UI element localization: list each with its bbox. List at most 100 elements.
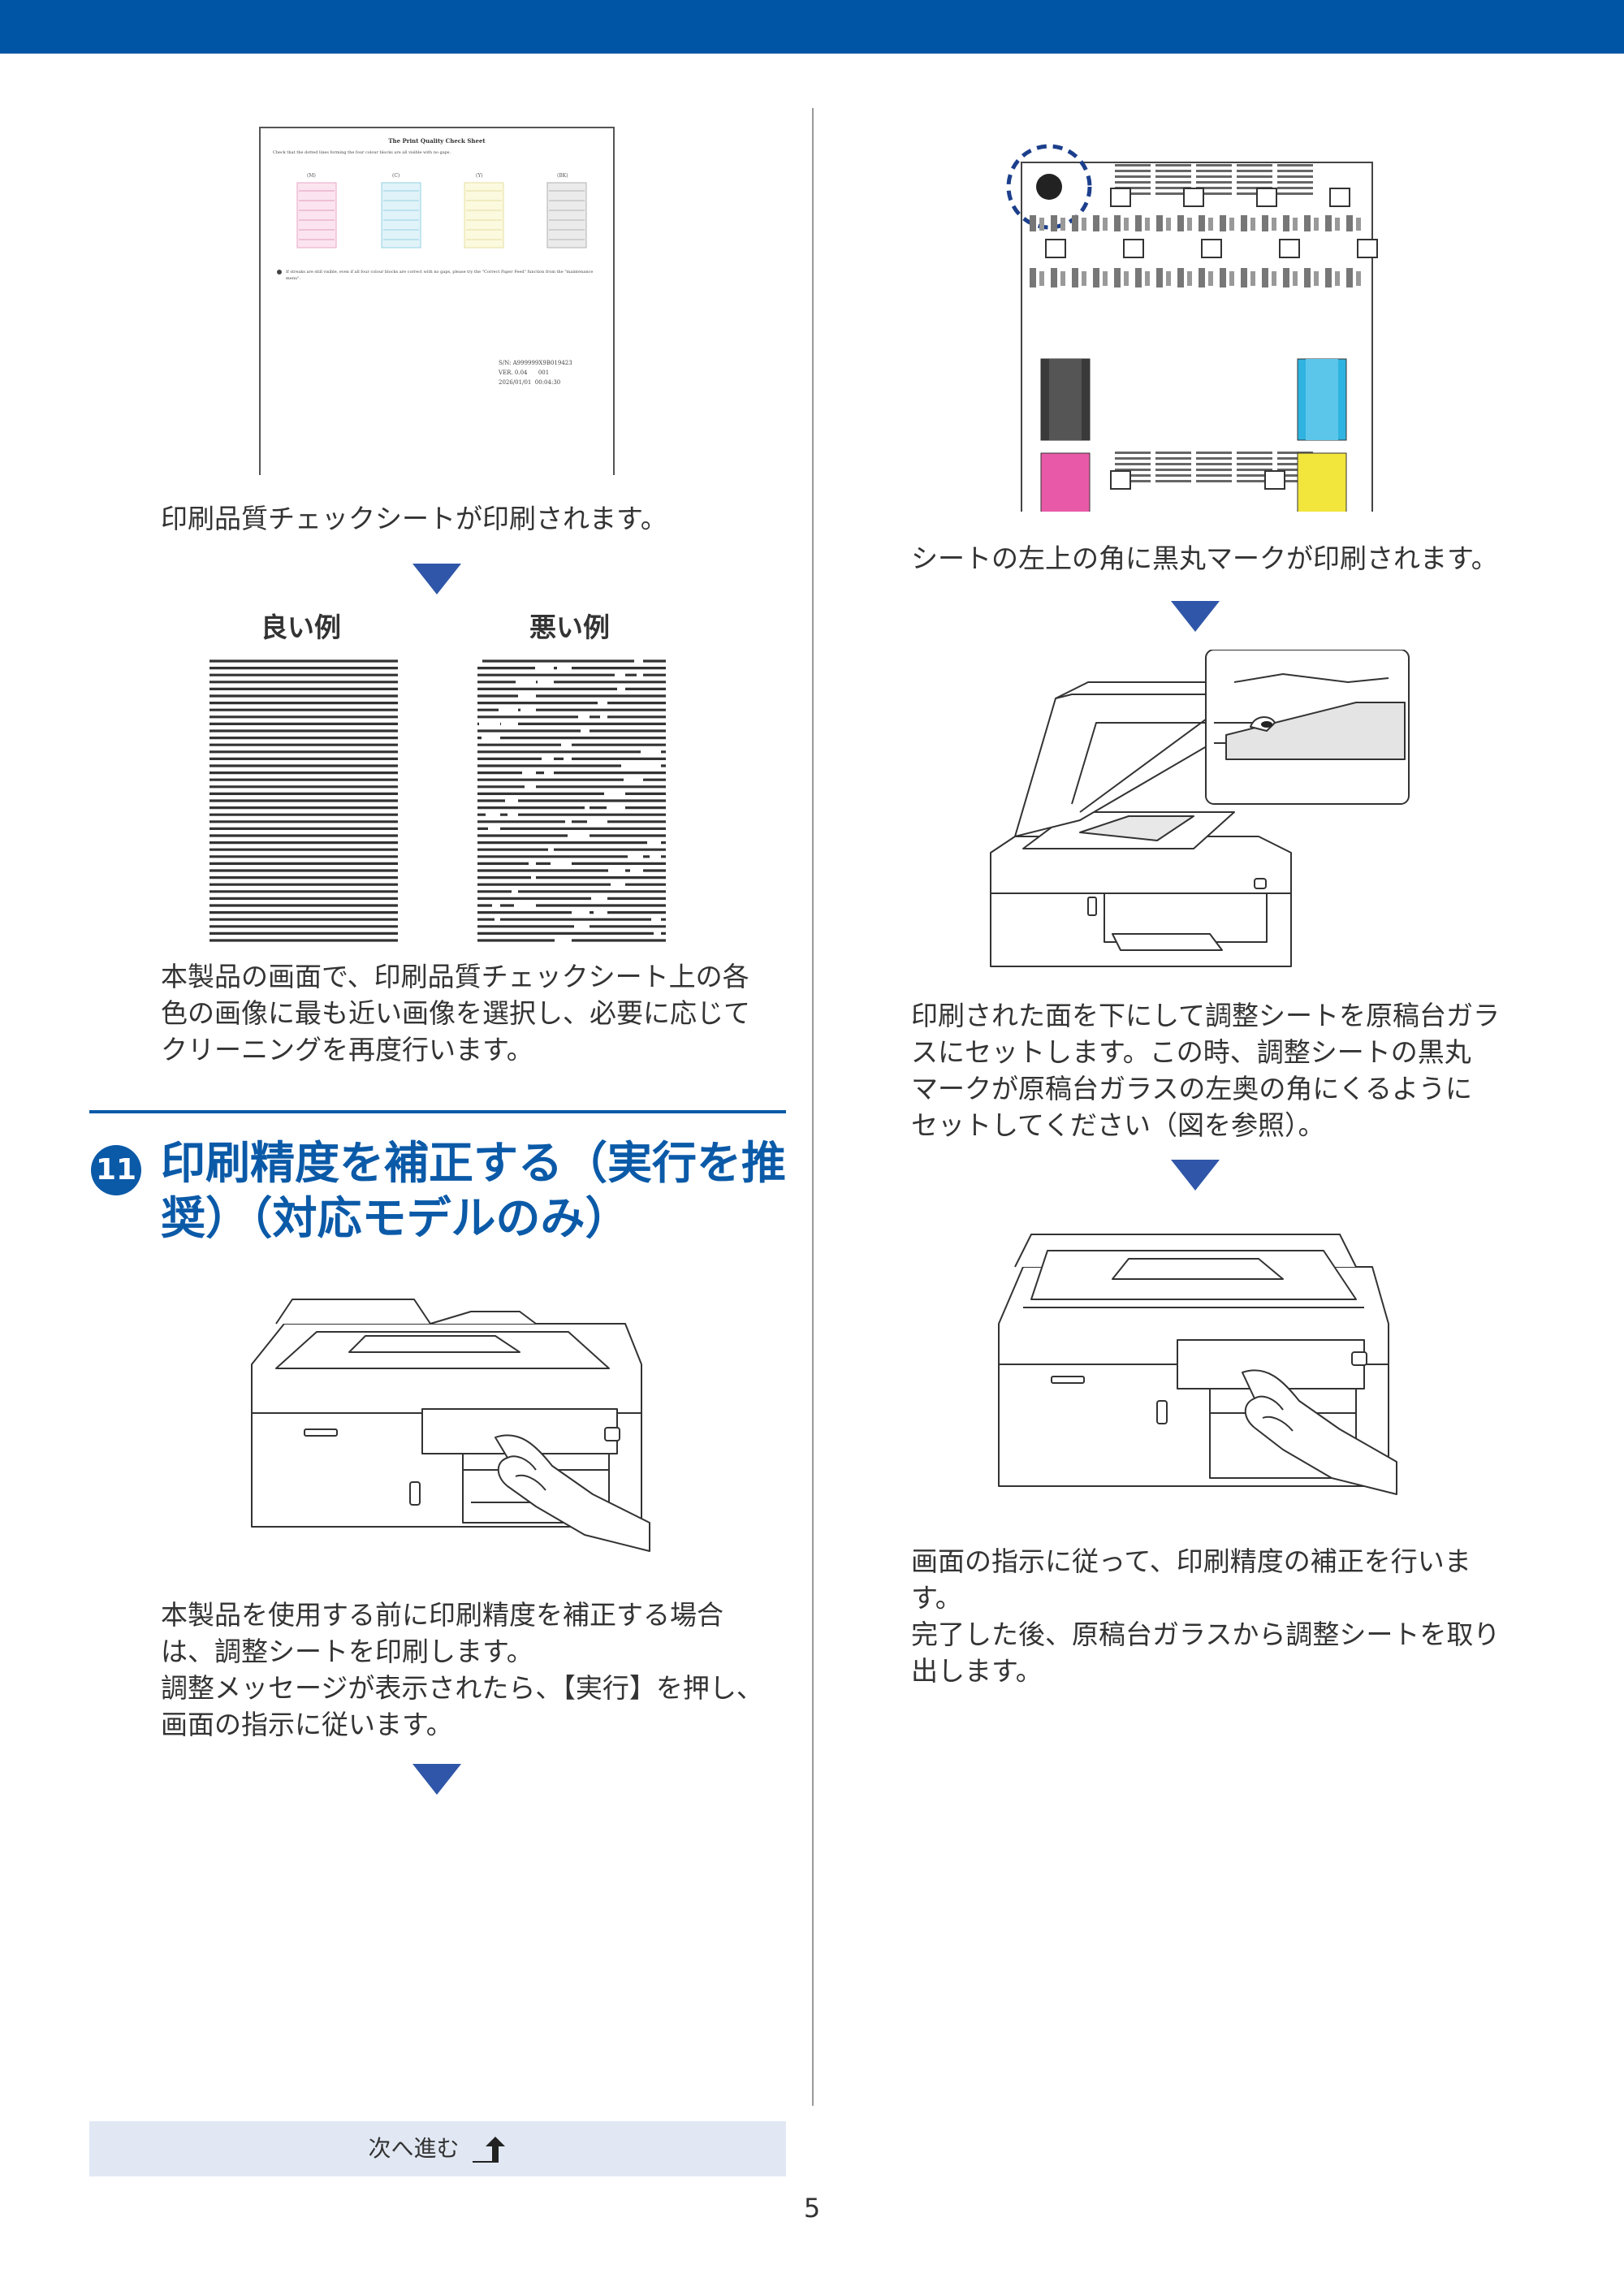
- pattern-gap: [598, 700, 607, 706]
- sheet-mark: [1155, 474, 1191, 477]
- left-para-2-line-3: 調整メッセージが表示されたら、【実行】を押し、: [161, 1672, 763, 1704]
- sheet-mark: [1196, 463, 1232, 465]
- pattern-gap: [495, 917, 500, 923]
- sheet-mark: [1250, 218, 1255, 231]
- sheet-mark: [1237, 469, 1272, 471]
- pattern-gap: [634, 659, 643, 663]
- sheet-mark: [1045, 239, 1066, 258]
- good-example-pattern: [209, 658, 398, 950]
- sheet-mark: [1237, 452, 1272, 454]
- left-para-1: 本製品の画面で、印刷品質チェックシート上の各 色の画像に最も近い画像を選択し、必…: [161, 958, 794, 1068]
- pattern-gap: [647, 840, 661, 845]
- pattern-gap: [651, 917, 661, 923]
- pattern-gap: [617, 686, 625, 692]
- pattern-gap: [512, 888, 518, 894]
- sheet-mark: [1155, 187, 1191, 189]
- pattern-gap: [538, 679, 554, 685]
- sheet-mark: [1187, 271, 1192, 286]
- pattern-gap: [600, 714, 607, 720]
- sheet-mark: [1124, 271, 1129, 286]
- sheet-mark: [1277, 164, 1313, 166]
- sheet-mark: [1277, 457, 1313, 460]
- next-page-arrow-icon: [473, 2137, 506, 2163]
- pattern-gap: [591, 896, 607, 901]
- sheet-mark: [1277, 181, 1313, 184]
- sheet-mark: [1093, 268, 1099, 287]
- pattern-gap: [531, 875, 536, 880]
- pattern-gap: [486, 812, 500, 818]
- sheet-mark: [1051, 268, 1057, 287]
- pattern-gap: [482, 735, 500, 741]
- sheet-mark: [1283, 268, 1289, 287]
- check-sheet-illustration: The Print Quality Check Sheet Check that…: [258, 126, 615, 483]
- sheet-mark: [1199, 215, 1205, 231]
- sheet-mark: [1115, 480, 1151, 482]
- sheet-mark: [1237, 457, 1272, 460]
- sheet-mark: [1082, 218, 1086, 231]
- sheet-mark: [1115, 463, 1151, 465]
- number-badge-icon: 11: [91, 1145, 141, 1195]
- sheet-mark: [1145, 218, 1150, 231]
- next-page-label-wrap: 次へ進む: [89, 2121, 786, 2176]
- right-para-1-line-2: スにセットします。この時、調整シートの黒丸: [911, 1036, 1471, 1068]
- pattern-gap: [615, 672, 625, 678]
- down-triangle-icon: [412, 1764, 461, 1795]
- sheet-mark: [1051, 215, 1057, 231]
- sheet-mark: [1110, 470, 1131, 490]
- sheet-mark: [1357, 239, 1378, 258]
- pattern-gap: [568, 833, 590, 838]
- sheet-mark: [1229, 218, 1234, 231]
- top-header-bar: [0, 0, 1624, 54]
- pattern-gap: [581, 728, 590, 733]
- sheet-mark: [1155, 480, 1191, 482]
- sheet-mark: [1156, 215, 1163, 231]
- next-page-link[interactable]: 次へ進む: [89, 2121, 786, 2176]
- sheet-mark: [1155, 463, 1191, 465]
- pattern-gap: [479, 721, 500, 727]
- down-triangle-icon: [412, 564, 461, 594]
- right-para-2-line-3: 完了した後、原稿台ガラスから調整シートを取り: [911, 1619, 1501, 1650]
- sheet-mark: [1262, 268, 1268, 287]
- section-rule: [89, 1110, 786, 1113]
- sheet-mark: [1082, 271, 1086, 286]
- sheet-mark: [1196, 170, 1232, 172]
- sheet-title: The Print Quality Check Sheet: [388, 137, 486, 145]
- sheet-mark: [1272, 218, 1276, 231]
- down-triangle-icon: [1171, 1160, 1220, 1191]
- sheet-mark: [1196, 480, 1232, 482]
- right-caption-1: シートの左上の角に黒丸マークが印刷されます。: [911, 542, 1498, 574]
- pattern-gap: [611, 882, 625, 888]
- sheet-mark: [1277, 187, 1313, 189]
- sheet-mark: [1135, 215, 1142, 231]
- sheet-mark: [1177, 215, 1184, 231]
- pattern-gap: [607, 805, 625, 810]
- sheet-mark: [1115, 170, 1151, 172]
- pattern-gap: [604, 791, 625, 797]
- pattern-gap: [641, 749, 661, 754]
- pattern-gap: [621, 763, 643, 768]
- sheet-mark: [1250, 271, 1255, 286]
- sheet-mark: [1346, 215, 1353, 231]
- sheet-mark: [1283, 215, 1289, 231]
- sheet-mark: [1277, 463, 1313, 465]
- sheet-mark: [1256, 188, 1277, 207]
- sheet-mark: [1264, 470, 1285, 490]
- sheet-mark: [1166, 218, 1171, 231]
- column-divider: [812, 108, 814, 2106]
- sheet-mark: [1072, 268, 1078, 287]
- pattern-gap: [561, 742, 572, 748]
- sheet-mark: [1155, 469, 1191, 471]
- pattern-gap: [516, 679, 536, 685]
- pattern-gap: [594, 910, 607, 915]
- sheet-mark: [1277, 170, 1313, 172]
- sheet-mark: [1277, 469, 1313, 471]
- sheet-mark: [1325, 215, 1332, 231]
- sheet-mark: [1196, 187, 1232, 189]
- left-para-2-line-2: は、調整シートを印刷します。: [161, 1636, 533, 1667]
- sheet-mark: [1279, 239, 1300, 258]
- printer-hand-illustration-left: [227, 1291, 658, 1559]
- sheet-mark: [1155, 452, 1191, 454]
- right-para-1-line-4: セットしてください（図を参照）。: [911, 1109, 1325, 1141]
- sheet-mark: [1115, 469, 1151, 471]
- sheet-mark: [1335, 218, 1340, 231]
